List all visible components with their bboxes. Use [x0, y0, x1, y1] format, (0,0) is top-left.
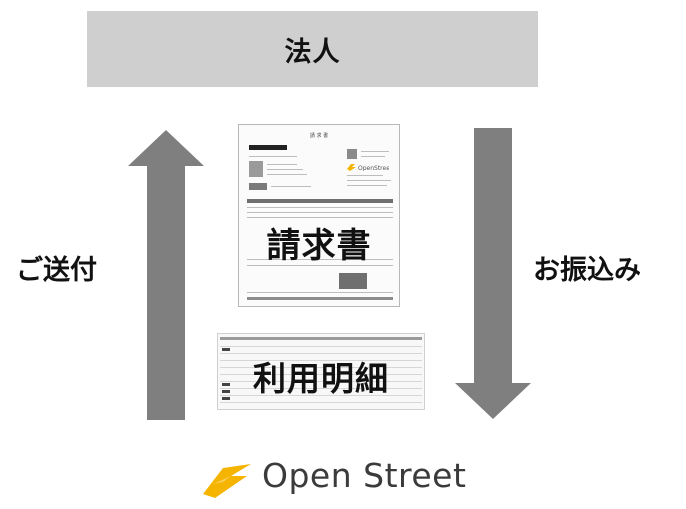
corporation-box: 法人 — [87, 11, 538, 87]
amount-label-box — [249, 183, 267, 190]
stamp-box — [249, 161, 263, 177]
svg-text:OpenStreet: OpenStreet — [358, 165, 389, 171]
statement-cell — [222, 397, 230, 400]
table-header — [247, 199, 393, 203]
up-arrow — [128, 130, 204, 420]
table-row-line — [247, 292, 393, 293]
text-line — [267, 174, 307, 175]
statement-cell — [222, 390, 230, 393]
table-row-line — [247, 265, 393, 266]
open-street-logo-icon — [203, 464, 251, 498]
down-arrow — [455, 128, 531, 419]
text-line — [249, 156, 297, 157]
seal-box — [347, 149, 357, 159]
statement-label: 利用明細 — [253, 359, 389, 398]
text-line — [361, 156, 385, 157]
statement-row — [220, 374, 422, 375]
redaction-bar — [249, 145, 287, 150]
text-line — [347, 185, 387, 186]
table-row-line — [247, 212, 393, 213]
statement-row — [220, 353, 422, 354]
invoice-label: 請求書 — [266, 226, 372, 266]
text-line — [267, 164, 297, 165]
statement-row — [220, 367, 422, 368]
statement-row — [220, 388, 422, 389]
mini-logo-icon: OpenStreet — [347, 164, 389, 171]
statement-cell — [222, 383, 230, 386]
statement-row — [220, 346, 422, 347]
table-row-line — [247, 259, 393, 260]
footer-bar — [247, 297, 393, 300]
statement-row — [220, 381, 422, 382]
text-line — [347, 175, 383, 176]
statement-header-row — [220, 337, 422, 340]
payment-label: お振込み — [533, 255, 641, 286]
text-line — [267, 169, 303, 170]
send-label: ご送付 — [16, 255, 97, 286]
invoice-document: 請 求 書 OpenStreet 請求書 — [238, 124, 400, 307]
corporation-label: 法人 — [284, 36, 341, 68]
text-line — [361, 151, 389, 152]
table-row-line — [247, 207, 393, 208]
total-box — [339, 273, 367, 289]
statement-row — [220, 402, 422, 403]
invoice-header-title: 請 求 書 — [309, 133, 329, 139]
amount-line — [271, 186, 311, 187]
statement-cell — [222, 348, 230, 351]
statement-row — [220, 360, 422, 361]
usage-statement-document: 利用明細 — [217, 333, 425, 410]
table-row-line — [247, 217, 393, 218]
text-line — [347, 180, 391, 181]
statement-row — [220, 395, 422, 396]
logo-text: Open Street — [262, 456, 467, 495]
